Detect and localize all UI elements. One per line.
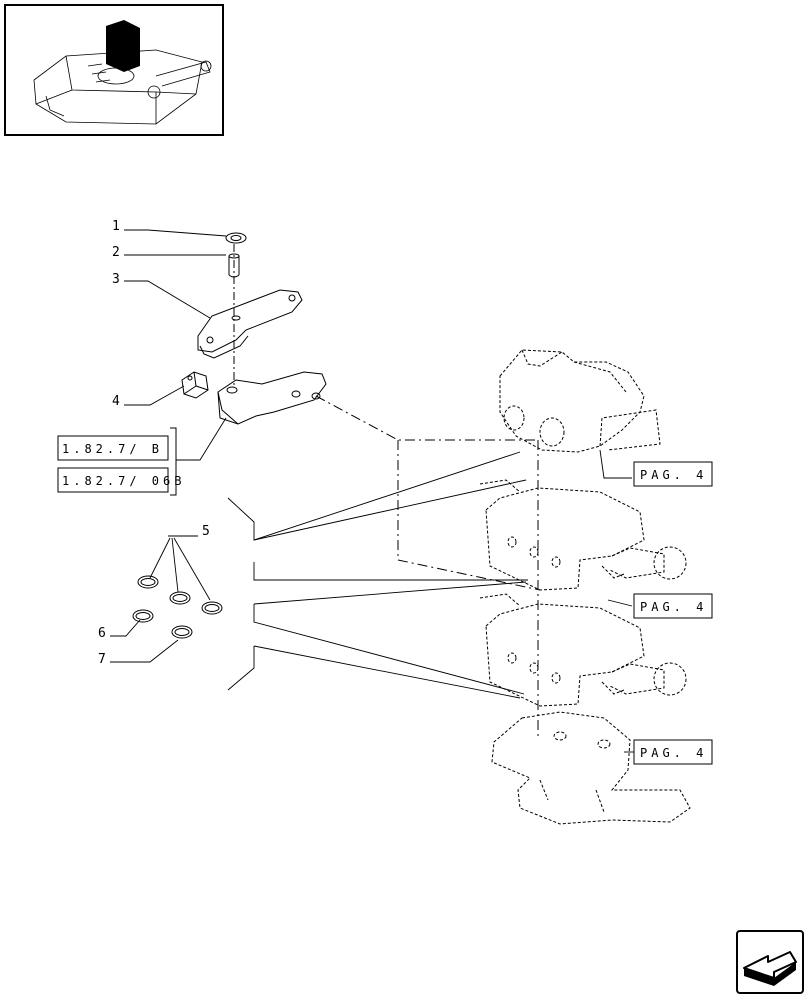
callout-4: 4: [112, 394, 120, 409]
valve-section-1: [479, 479, 687, 591]
callout-6: 6: [98, 626, 106, 641]
callout-3: 3: [112, 272, 120, 287]
part-3-link: [197, 289, 303, 359]
page-ref-box-3[interactable]: PAG. 4: [633, 739, 713, 765]
assembly-thumbnail: [4, 4, 224, 136]
next-page-button[interactable]: [736, 930, 804, 994]
page-ref-label-2: PAG. 4: [640, 600, 707, 614]
manifold-block: [499, 349, 661, 453]
ref-box-1-label: 1.82.7/ B: [62, 442, 163, 456]
group-bracket: [227, 451, 528, 699]
callout-1: 1: [112, 219, 120, 234]
part-2-pin: [228, 253, 240, 278]
next-page-arrow-icon: [743, 951, 797, 986]
ref-box-1[interactable]: 1.82.7/ B: [57, 435, 169, 461]
part-5-o-rings: [132, 575, 223, 639]
page-ref-box-1[interactable]: PAG. 4: [633, 461, 713, 487]
part-4-block: [181, 371, 209, 399]
page-ref-box-2[interactable]: PAG. 4: [633, 593, 713, 619]
callout-5: 5: [202, 524, 210, 539]
ref-box-2[interactable]: 1.82.7/ 06B: [57, 467, 185, 493]
ref-box-2-label: 1.82.7/ 06B: [62, 474, 185, 488]
callout-2: 2: [112, 245, 120, 260]
callout-7: 7: [98, 652, 106, 667]
part-1-snap-ring: [225, 232, 247, 244]
page-ref-label-3: PAG. 4: [640, 746, 707, 760]
assembly-thumbnail-icon: [33, 20, 212, 125]
lever-bracket: [217, 371, 327, 425]
leader-lines: [110, 229, 227, 663]
valve-section-2: [479, 593, 687, 707]
page-ref-label-1: PAG. 4: [640, 468, 707, 482]
end-cover: [491, 711, 691, 825]
